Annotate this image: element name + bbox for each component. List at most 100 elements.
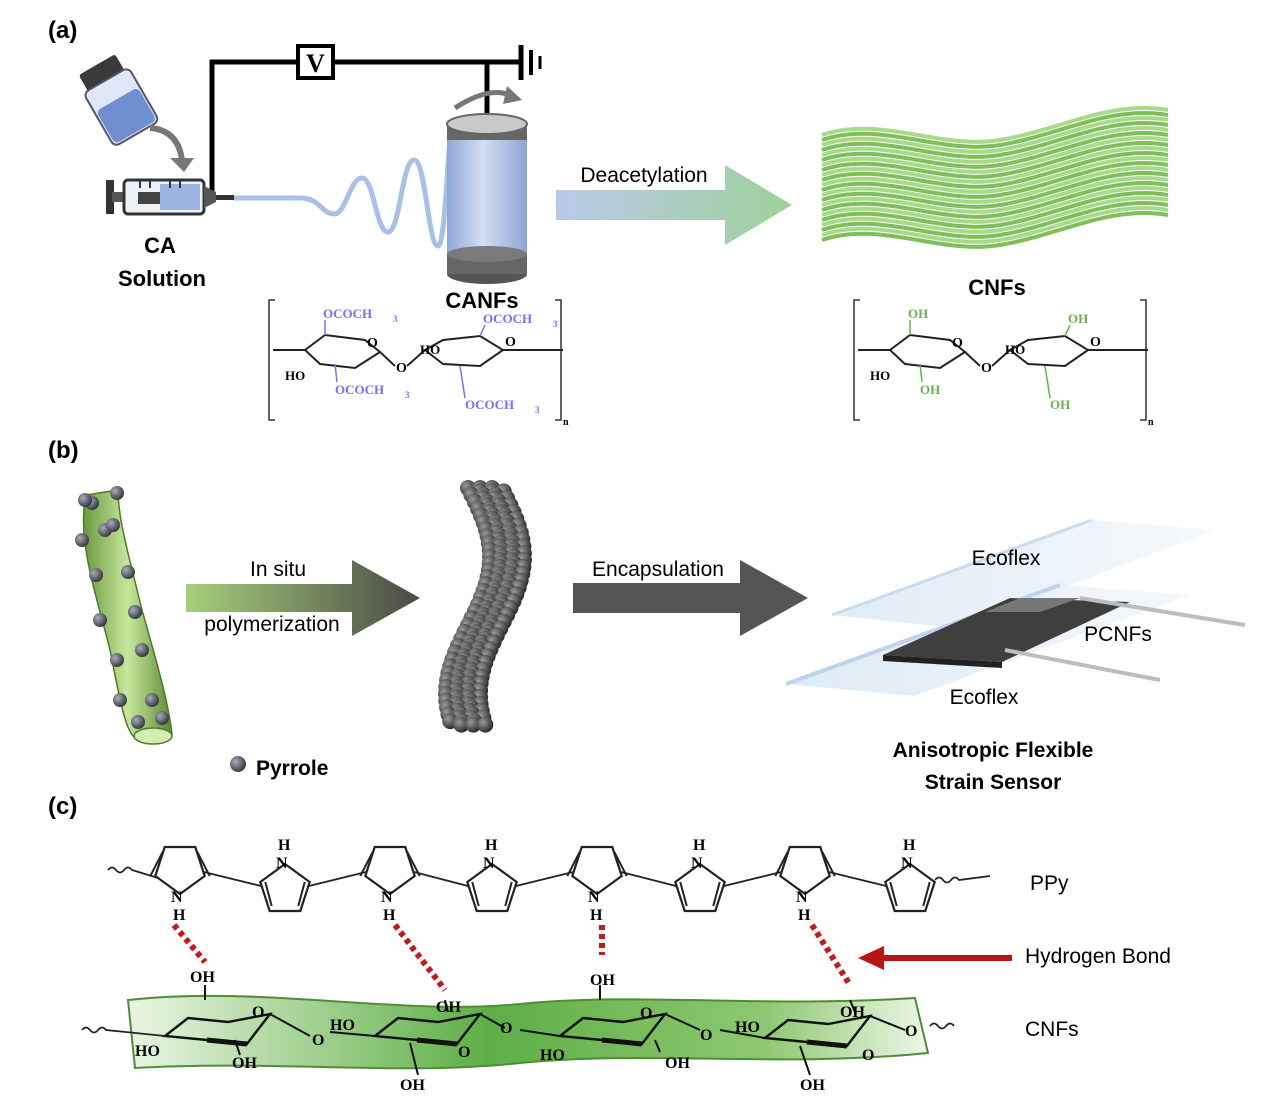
hydroxyl-label: OH bbox=[400, 1077, 425, 1094]
group-top-right: OCOCH bbox=[483, 311, 532, 326]
substituent-bond bbox=[479, 324, 486, 337]
voltage-source: V bbox=[296, 44, 335, 80]
bracket-right bbox=[1140, 299, 1147, 421]
pyrrole-dot bbox=[155, 711, 169, 725]
ring-oxygen: O bbox=[505, 335, 516, 350]
wedge-bond bbox=[206, 1037, 248, 1047]
pyrrole-ring bbox=[259, 862, 311, 913]
ecoflex-top-label: Ecoflex bbox=[972, 547, 1041, 570]
nitrogen-label: N bbox=[171, 889, 183, 906]
ppy-label: PPy bbox=[1030, 872, 1069, 895]
solution-vial-icon bbox=[79, 55, 159, 146]
ring-oxygen-label: O bbox=[862, 1047, 874, 1064]
hydrogen-label: H bbox=[798, 907, 811, 924]
double-bond bbox=[471, 881, 480, 907]
pyrrole-dot bbox=[110, 653, 124, 667]
panel-a-label: (a) bbox=[48, 17, 77, 44]
double-bond bbox=[774, 851, 789, 877]
deacetylation-label: Deacetylation bbox=[580, 164, 707, 187]
double-bond bbox=[679, 881, 688, 907]
chain-bond bbox=[664, 1013, 701, 1031]
sensor-title-line2: Strain Sensor bbox=[925, 771, 1062, 794]
pyrrole-dot bbox=[78, 493, 92, 507]
nitrogen-label: N bbox=[796, 889, 808, 906]
substituent-bond bbox=[334, 363, 338, 383]
cnf-fiber-strand bbox=[821, 160, 1169, 199]
double-bond bbox=[196, 851, 211, 877]
glycosidic-oxygen: O bbox=[396, 361, 407, 376]
cnf-fiber-strand bbox=[821, 135, 1169, 174]
pyrrole-dot bbox=[106, 518, 120, 532]
encapsulation-label: Encapsulation bbox=[592, 558, 724, 581]
panel-b-label: (b) bbox=[48, 437, 79, 464]
ppy-particle bbox=[453, 716, 470, 733]
bracket-left bbox=[268, 299, 275, 421]
subscript-3: 3 bbox=[405, 390, 410, 400]
electrospinning-jet bbox=[234, 127, 455, 249]
group-top-left: OH bbox=[908, 306, 928, 321]
pcnfs-label: PCNFs bbox=[1084, 623, 1152, 646]
chain-bond bbox=[828, 871, 887, 887]
hydrogen-label: H bbox=[903, 837, 916, 854]
cnf-fiber-strand bbox=[821, 140, 1169, 179]
cnf-fiber-strand bbox=[821, 145, 1169, 184]
double-bond bbox=[613, 851, 628, 877]
cnf-fiber-strand bbox=[821, 190, 1169, 229]
ring-oxygen: O bbox=[367, 336, 378, 351]
pyrrole-dot bbox=[128, 605, 142, 619]
substituent-bond bbox=[234, 1039, 241, 1056]
pour-arrowhead bbox=[170, 158, 194, 172]
cnf-fiber-strand bbox=[821, 155, 1169, 194]
hydrogen-label: H bbox=[383, 907, 396, 924]
group-ho-left: HO bbox=[285, 368, 305, 383]
pyrrole-dot bbox=[145, 693, 159, 707]
chain-bond bbox=[719, 1029, 766, 1039]
glycosidic-oxygen-label: O bbox=[500, 1020, 512, 1037]
chain-bond bbox=[515, 871, 574, 887]
cnf-fiber-strand bbox=[821, 120, 1169, 159]
hydrogen-label: H bbox=[485, 837, 498, 854]
cnfs-label: CNFs bbox=[968, 275, 1025, 300]
chain-bond bbox=[308, 871, 367, 887]
hydrogen-label: H bbox=[278, 837, 291, 854]
rotation-arrow bbox=[453, 90, 514, 111]
nitrogen-label: N bbox=[276, 855, 288, 872]
pyrrole-dots bbox=[75, 486, 169, 729]
nitrogen-label: N bbox=[691, 855, 703, 872]
hydroxyl-label: OH bbox=[800, 1077, 825, 1094]
substituent-bond bbox=[409, 1042, 419, 1076]
ppy-particle bbox=[465, 716, 482, 733]
chain-bond bbox=[964, 351, 981, 367]
sensor-title-line1: Anisotropic Flexible bbox=[893, 739, 1094, 762]
chain-bond bbox=[413, 871, 469, 887]
double-bond bbox=[264, 881, 273, 907]
in-situ-label: In situ bbox=[250, 558, 306, 581]
double-bond bbox=[566, 851, 581, 877]
glycosidic-oxygen: O bbox=[981, 361, 992, 376]
pyrrole-dot bbox=[75, 533, 89, 547]
group-mid-left: OH bbox=[920, 382, 940, 397]
hydrogen-bond bbox=[809, 923, 853, 987]
chain-bond bbox=[329, 1031, 376, 1037]
chain-end bbox=[81, 1026, 166, 1037]
pyrrole-ring bbox=[466, 862, 518, 913]
chain-bond bbox=[269, 1013, 311, 1037]
ecoflex-bottom-label: Ecoflex bbox=[950, 686, 1019, 709]
ppy-coated-fiber bbox=[438, 480, 532, 733]
canfs-label: CANFs bbox=[445, 288, 518, 313]
ring-oxygen-label: O bbox=[252, 1004, 264, 1021]
ring-oxygen: O bbox=[952, 336, 963, 351]
ho-label: HO bbox=[330, 1017, 355, 1034]
pyrrole-dot bbox=[121, 565, 135, 579]
ho-label: HO bbox=[540, 1047, 565, 1064]
pour-arrow bbox=[149, 125, 185, 161]
pyrrole-ring bbox=[571, 845, 623, 896]
nitrogen-label: N bbox=[901, 855, 913, 872]
substituent-bond bbox=[1064, 324, 1071, 337]
glycosidic-oxygen-label: O bbox=[312, 1032, 324, 1049]
ho-label: HO bbox=[735, 1019, 760, 1036]
chain-bond bbox=[406, 349, 426, 367]
encapsulation-arrow bbox=[573, 560, 808, 636]
subscript-3: 3 bbox=[553, 319, 558, 329]
